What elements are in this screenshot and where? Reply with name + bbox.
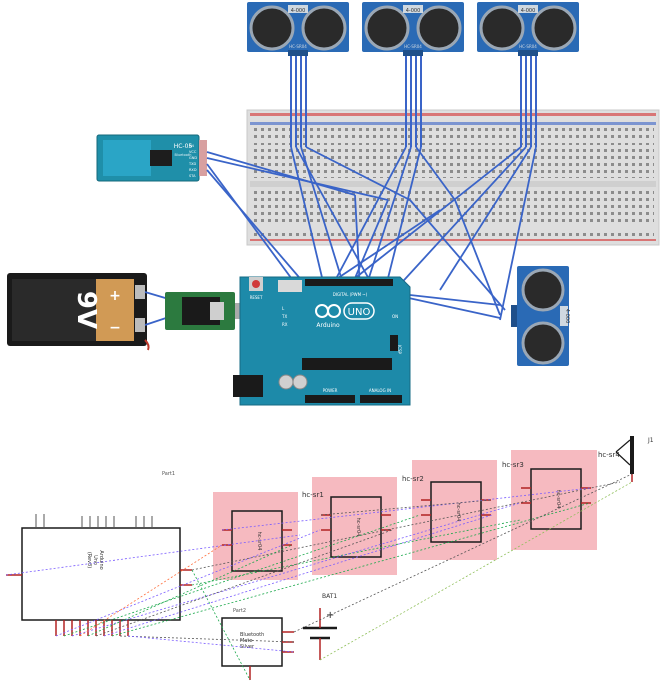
battery-minus: − [109,320,121,336]
schematic-sensor-label-4: hc-sr4 [598,451,620,459]
sensor-3-sublabel: HC-SR04 [519,44,537,49]
arduino-rx-label: RX [282,322,288,327]
sensor-pin-wires [290,56,537,147]
schematic-bat-label: BAT1 [322,593,337,600]
bt-pin-en: EN [189,144,194,148]
sensor-1-label: 4-000 [291,8,306,14]
sensor-4-label: 4-000 [564,309,570,324]
arduino-l-label: L [282,306,285,311]
schematic-sensor-label-1: hc-sr1 [302,491,324,499]
schematic-sensor-inner-4: hc-sr04 [555,490,561,509]
sensor-2-label: 4-000 [406,8,421,14]
schematic-view: hc-sr04 hc-sr04 hc-sr04 hc-sr04 hc-sr1 h… [5,436,654,681]
schematic-bt-title-3: Silver [240,644,255,650]
schematic-ratsnest [5,473,633,681]
bluetooth-module: HC-05 Bluetooth EN VCC GND TXD RXD STA [96,134,207,182]
schematic-jack-j1: J1 [615,436,654,482]
ultrasonic-sensor-4: 4-000 [511,266,570,366]
schematic-bt-title-1: Bluetooth [240,632,264,638]
arduino-brand: Arduino [316,322,340,329]
arduino-icsp-label: ICSP [397,345,402,355]
schematic-jack-label: J1 [647,437,654,444]
arduino-digital-label: DIGITAL (PWM ~) [333,292,368,297]
battery-9v: 9V + − [7,273,150,351]
ultrasonic-sensor-2: 4-000 HC-SR04 [362,2,464,56]
schematic-bt-part: Part2 [233,608,246,614]
schematic-sensor-label-2: hc-sr2 [402,475,424,483]
schematic-arduino-title-1: Arduino [98,550,104,569]
schematic-arduino: Part1 Arduino Uno (Rev3) [6,471,192,636]
arduino-on-label: ON [392,314,398,319]
sensor-2-sublabel: HC-SR04 [404,44,422,49]
arduino-reset-label: RESET [250,295,263,300]
schematic-sensor-area-1 [213,492,298,580]
arduino-uno-board: RESET DIGITAL (PWM ~) TX RX L Arduino UN… [233,276,411,406]
bluetooth-subtitle: Bluetooth [175,153,192,157]
arduino-power-label: POWER [323,388,338,393]
schematic-sensor-area-3 [412,460,497,560]
bt-pin-sta: STA [189,174,196,178]
schematic-arduino-part: Part1 [162,471,175,477]
bt-pin-gnd: GND [189,156,197,160]
arduino-tx-label: TX [281,314,287,319]
schematic-battery: BAT1 + [303,593,337,660]
bt-pin-vcc: VCC [189,150,197,154]
schematic-bluetooth: Part2 Bluetooth Mate Silver [221,608,294,680]
ultrasonic-sensor-3: 4-000 HC-SR04 [477,2,579,56]
sensor-1-sublabel: HC-SR04 [289,44,307,49]
schematic-arduino-title-3: (Rev3) [86,552,92,568]
battery-plus: + [109,288,121,304]
sensor-3-label: 4-000 [521,8,536,14]
ultrasonic-sensor-1: 4-000 HC-SR04 [247,2,349,56]
schematic-sensor-inner-1: hc-sr04 [256,532,262,551]
bt-pin-txd: TXD [188,162,197,166]
bt-pin-rxd: RXD [189,168,197,172]
schematic-sensor-area-4 [511,450,597,550]
dc-jack-adapter [165,292,249,330]
breadboard [246,109,660,246]
arduino-analog-label: ANALOG IN [369,388,391,393]
schematic-bt-title-2: Mate [240,638,252,644]
connection-wires [206,146,537,401]
schematic-bat-plus: + [326,610,334,621]
schematic-sensor-label-3: hc-sr3 [502,461,524,469]
schematic-sensor-inner-3: hc-sr04 [455,503,461,522]
schematic-sensor-area-2 [312,477,397,575]
arduino-model: UNO [348,307,371,318]
bluetooth-title: HC-05 [174,143,193,150]
schematic-sensor-inner-2: hc-sr04 [355,518,361,537]
schematic-arduino-title-2: Uno [92,555,98,565]
battery-label: 9V [71,291,101,329]
